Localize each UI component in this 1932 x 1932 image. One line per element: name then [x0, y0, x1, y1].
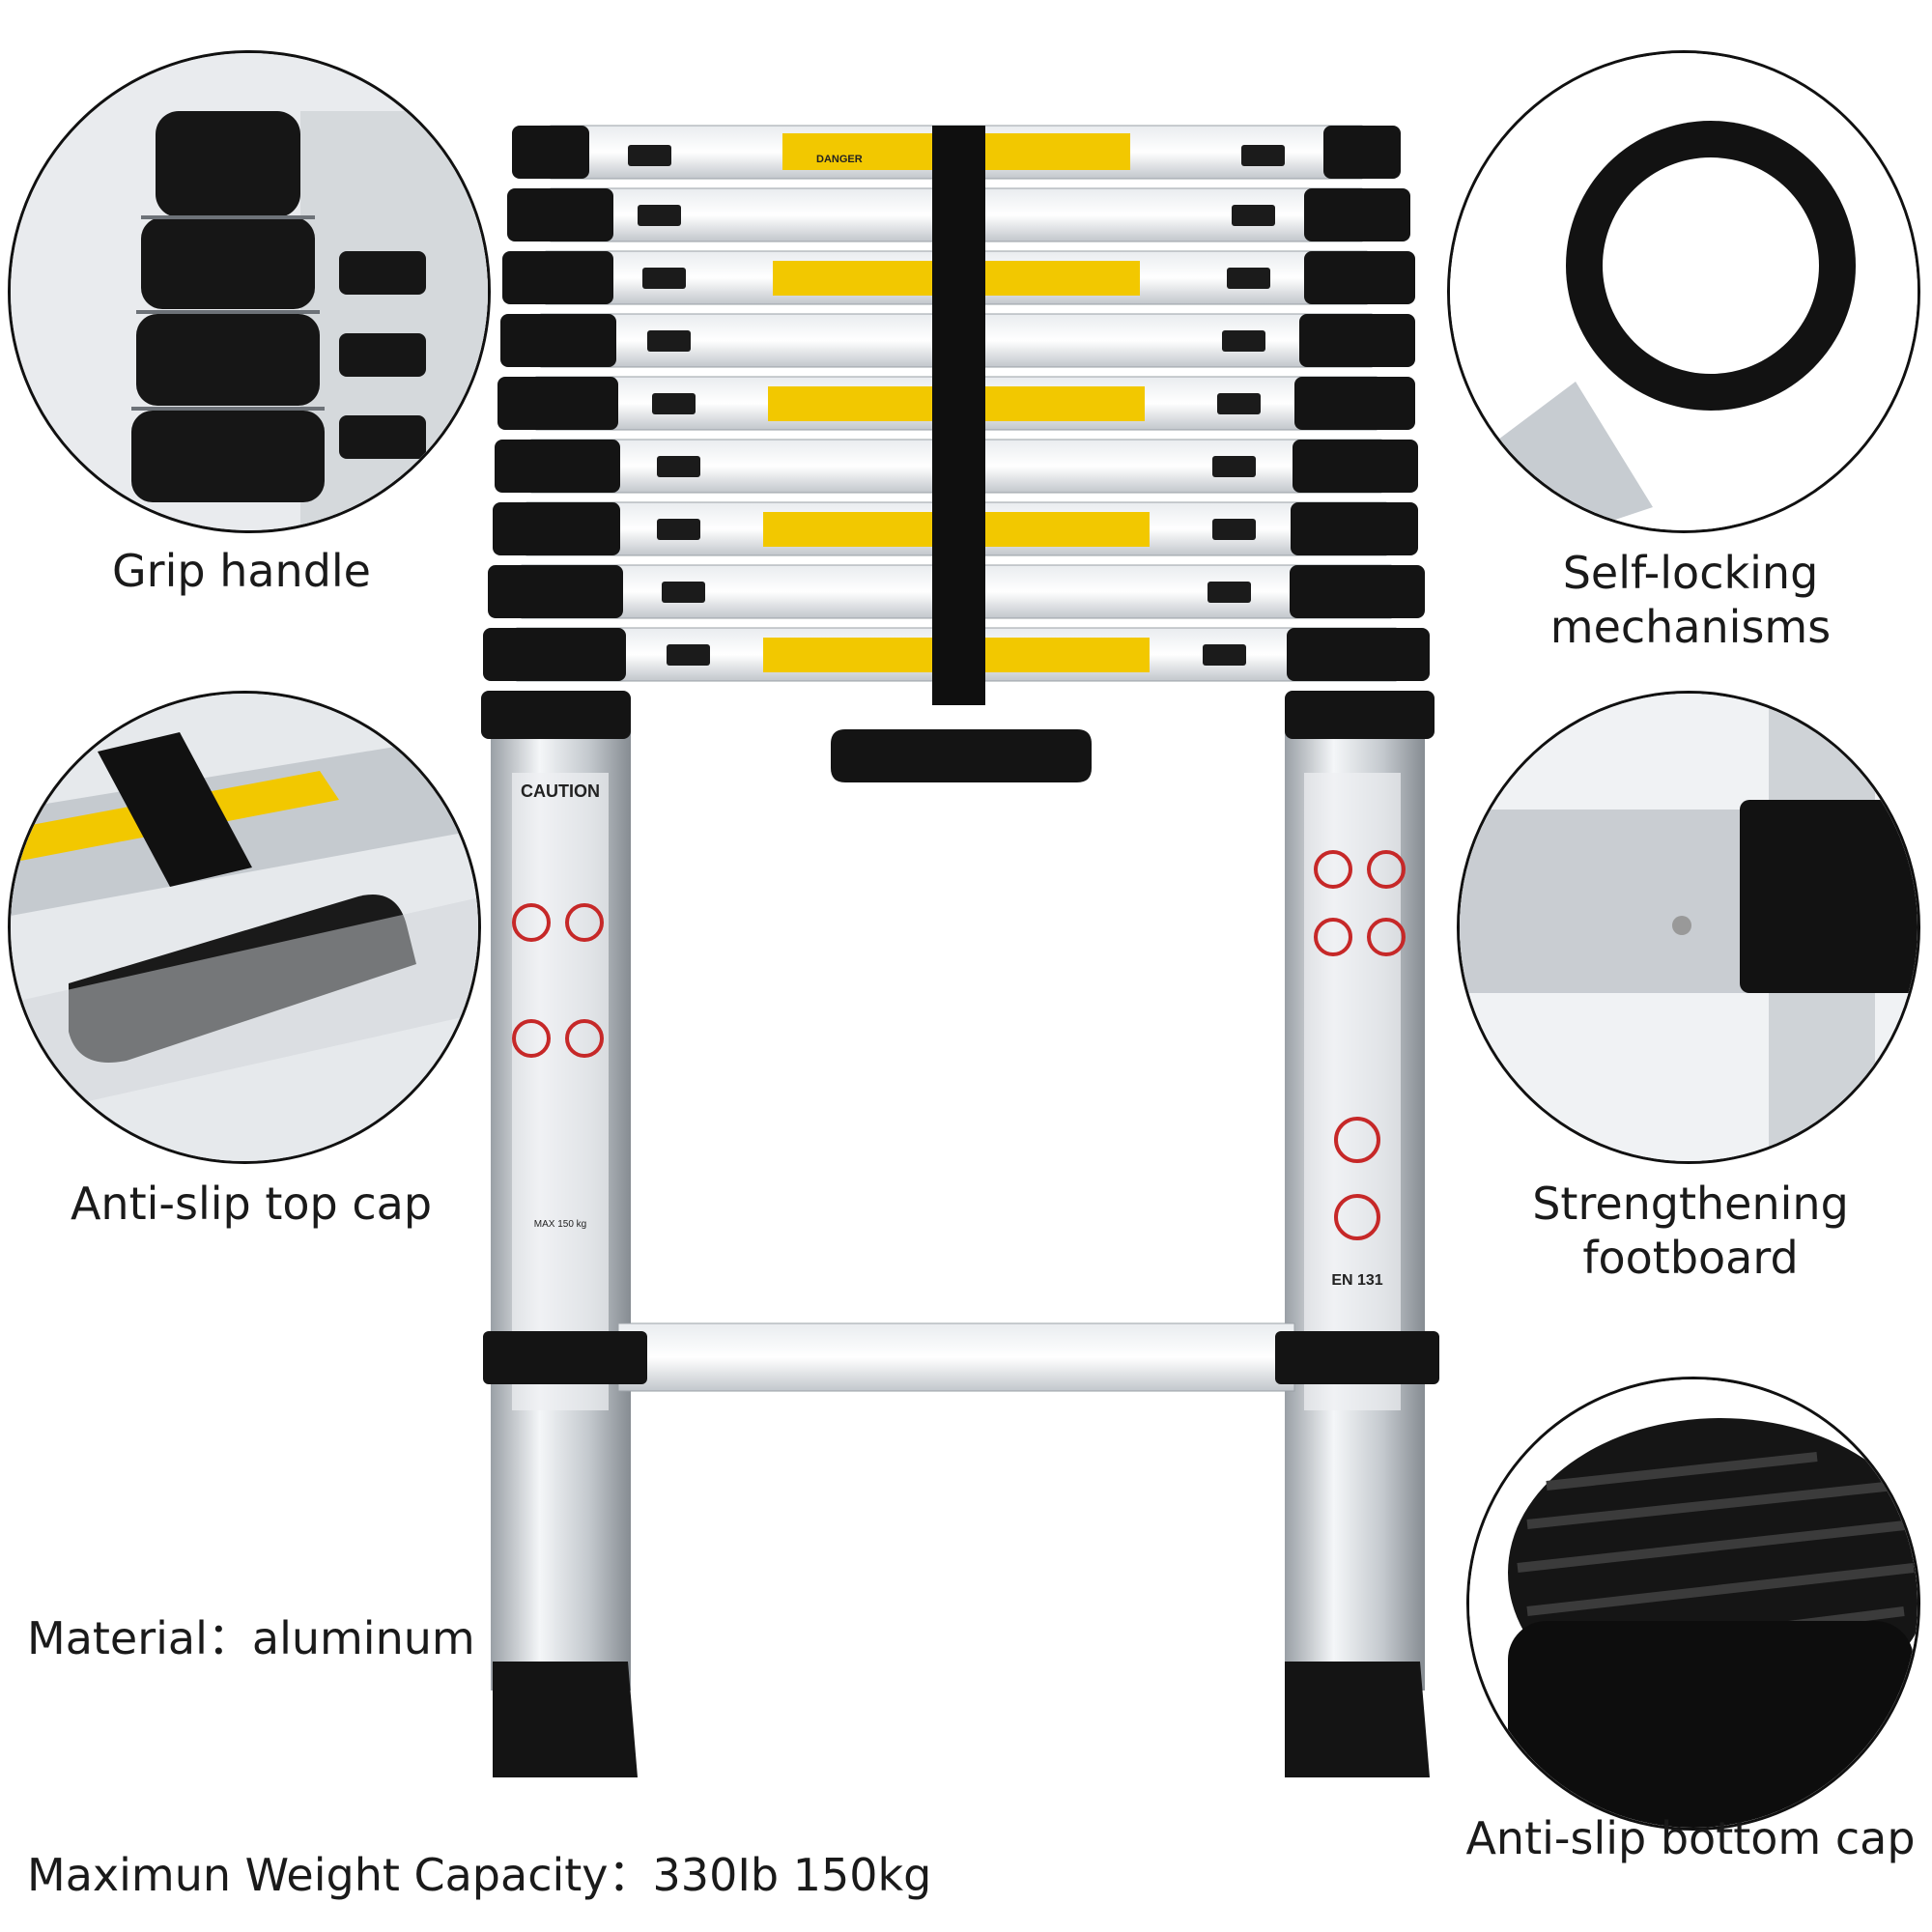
grip-handle-detail: [8, 50, 491, 533]
self-locking-detail: [1447, 50, 1920, 533]
strengthening-footboard-detail: [1457, 691, 1920, 1164]
anti-slip-bottom-cap-caption: Anti-slip bottom cap: [1465, 1812, 1916, 1864]
prohibition-sign: [1314, 918, 1352, 956]
prohibition-sign: [512, 1019, 551, 1058]
self-locking-caption-line2: mechanisms: [1549, 601, 1832, 653]
right-bottom-cap: [1285, 1662, 1430, 1777]
prohibition-sign: [1334, 1117, 1380, 1163]
securing-strap: [932, 126, 985, 705]
prohibition-sign: [565, 903, 604, 942]
material-label: Material：: [27, 1612, 252, 1664]
footboard: [617, 1322, 1295, 1392]
anti-slip-top-cap-caption: Anti-slip top cap: [70, 1178, 433, 1230]
max-load-label: MAX 150 kg: [534, 1219, 586, 1230]
prohibition-sign: [1367, 850, 1406, 889]
prohibition-sign: [1334, 1194, 1380, 1240]
prohibition-sign: [512, 903, 551, 942]
anti-slip-top-cap: [831, 729, 1092, 782]
footboard-caption-line1: Strengthening: [1532, 1178, 1849, 1230]
prohibition-sign: [1314, 850, 1352, 889]
weight-capacity-spec: Maximun Weight Capacity：330Ib 150kg: [27, 1840, 931, 1904]
footboard-caption: Strengthening footboard: [1488, 1177, 1893, 1285]
footboard-caption-line2: footboard: [1582, 1232, 1799, 1284]
self-locking-caption: Self-locking mechanisms: [1488, 546, 1893, 654]
material-value: aluminum: [251, 1612, 475, 1664]
en131-label: EN 131: [1331, 1272, 1382, 1289]
prohibition-sign: [565, 1019, 604, 1058]
material-spec: Material：aluminum: [27, 1604, 475, 1667]
telescopic-ladder: CAUTION EN 131 MAX 150 kg: [473, 116, 1459, 1787]
left-bottom-cap: [493, 1662, 638, 1777]
grip-handle-caption: Grip handle: [112, 545, 371, 597]
anti-slip-top-cap-detail: [8, 691, 481, 1164]
prohibition-sign: [1367, 918, 1406, 956]
caution-label: CAUTION: [521, 781, 600, 801]
anti-slip-bottom-cap-detail: [1466, 1377, 1920, 1831]
weight-label: Maximun Weight Capacity：: [27, 1849, 653, 1901]
self-locking-caption-line1: Self-locking: [1562, 547, 1819, 599]
weight-value: 330Ib 150kg: [652, 1849, 932, 1901]
danger-label: DANGER: [816, 154, 863, 165]
